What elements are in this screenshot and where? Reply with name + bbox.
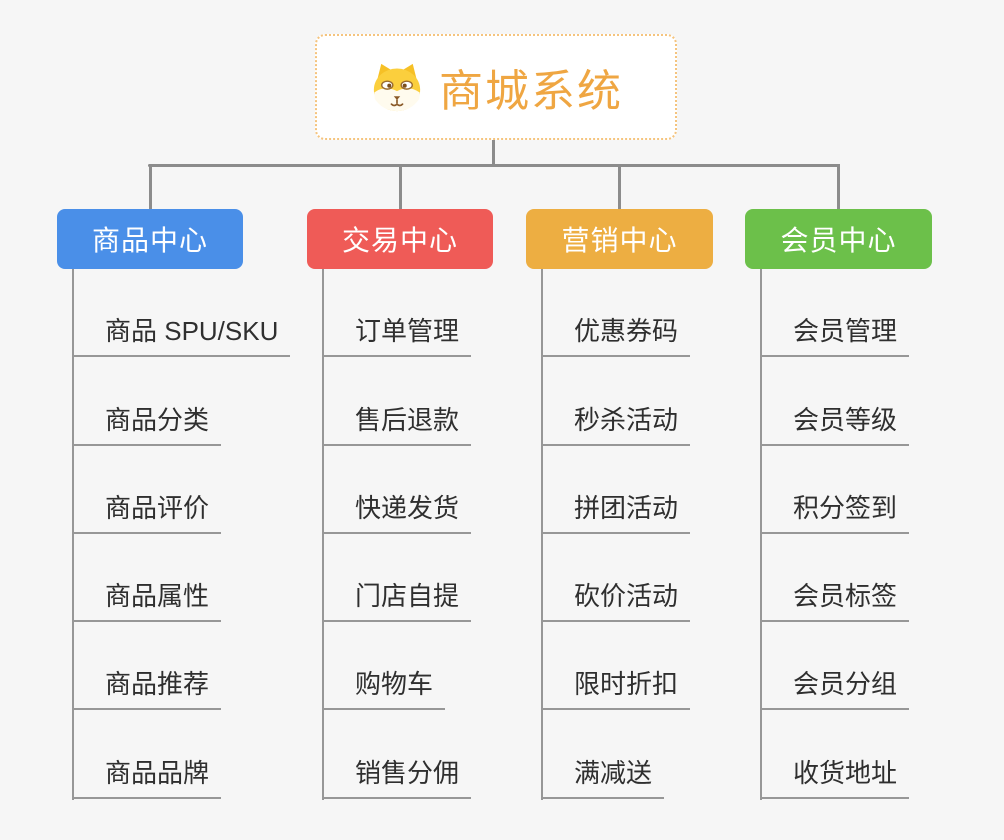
leaf-label: 砍价活动	[574, 581, 679, 612]
connector-branch-drop-line	[618, 164, 621, 210]
leaf-list: 会员管理会员等级积分签到会员标签会员分组收货地址	[760, 269, 910, 799]
leaf-item[interactable]: 会员标签	[760, 534, 910, 623]
leaf-item[interactable]: 积分签到	[760, 446, 910, 534]
branch-node-marketing-center[interactable]: 营销中心	[526, 209, 713, 269]
leaf-item[interactable]: 会员等级	[760, 357, 910, 446]
branch-node-member-center[interactable]: 会员中心	[745, 209, 932, 269]
connector-bus-line	[148, 164, 840, 167]
shiba-dog-icon	[373, 63, 421, 112]
leaf-item[interactable]: 门店自提	[322, 534, 472, 623]
connector-trunk-line	[72, 269, 74, 800]
leaf-item[interactable]: 商品推荐	[72, 622, 222, 711]
leaf-item[interactable]: 拼团活动	[541, 446, 691, 534]
leaf-item[interactable]: 满减送	[541, 710, 665, 799]
connector-trunk-line	[322, 269, 324, 800]
leaf-item[interactable]: 会员管理	[760, 269, 910, 358]
leaf-list: 商品 SPU/SKU 商品分类商品评价商品属性商品推荐商品品牌	[72, 269, 291, 799]
leaf-item[interactable]: 售后退款	[322, 357, 472, 446]
leaf-label: 满减送	[574, 757, 653, 788]
leaf-item[interactable]: 销售分佣	[322, 710, 472, 799]
connector-trunk-line	[541, 269, 543, 800]
leaf-item[interactable]: 订单管理	[322, 269, 472, 358]
leaf-label: 销售分佣	[355, 757, 460, 788]
leaf-label: 商品推荐	[105, 669, 210, 700]
leaf-label: 快递发货	[355, 492, 460, 523]
leaf-label: 会员等级	[793, 404, 898, 435]
branch-label: 商品中心	[91, 225, 208, 256]
connector-branch-drop-line	[148, 164, 152, 210]
leaf-label: 商品品牌	[105, 757, 210, 788]
leaf-item[interactable]: 商品评价	[72, 446, 222, 534]
leaf-label: 会员管理	[793, 316, 898, 347]
leaf-item[interactable]: 商品分类	[72, 357, 222, 446]
leaf-label: 秒杀活动	[574, 404, 679, 435]
root-node[interactable]: 商城系统	[315, 34, 677, 140]
leaf-label: 会员分组	[793, 669, 898, 700]
leaf-label: 收货地址	[793, 757, 898, 788]
leaf-item[interactable]: 优惠券码	[541, 269, 691, 358]
root-title: 商城系统	[439, 67, 623, 116]
leaf-list: 优惠券码秒杀活动拼团活动砍价活动限时折扣满减送	[541, 269, 691, 799]
leaf-item[interactable]: 限时折扣	[541, 622, 691, 711]
leaf-label: 订单管理	[355, 316, 460, 347]
branch-label: 会员中心	[780, 225, 897, 256]
leaf-label: 优惠券码	[574, 316, 679, 347]
connector-branch-drop-line	[837, 164, 840, 210]
branch-node-trade-center[interactable]: 交易中心	[307, 209, 493, 269]
leaf-label: 商品属性	[105, 581, 210, 612]
leaf-label: 购物车	[355, 669, 434, 700]
branch-label: 营销中心	[561, 225, 678, 256]
leaf-item[interactable]: 购物车	[322, 622, 446, 711]
leaf-item[interactable]: 快递发货	[322, 446, 472, 534]
connector-trunk-line	[760, 269, 762, 800]
connector-root-drop-line	[492, 140, 495, 166]
leaf-label: 拼团活动	[574, 492, 679, 523]
leaf-label: 门店自提	[355, 581, 460, 612]
leaf-label: 限时折扣	[574, 669, 679, 700]
branch-node-product-center[interactable]: 商品中心	[57, 209, 243, 269]
leaf-label: 商品分类	[105, 404, 210, 435]
leaf-list: 订单管理售后退款快递发货门店自提购物车销售分佣	[322, 269, 472, 799]
leaf-label: 商品评价	[105, 492, 210, 523]
leaf-label: 积分签到	[793, 492, 898, 523]
leaf-label: 会员标签	[793, 581, 898, 612]
leaf-item[interactable]: 收货地址	[760, 710, 910, 799]
leaf-item[interactable]: 砍价活动	[541, 534, 691, 623]
leaf-item[interactable]: 商品属性	[72, 534, 222, 623]
leaf-item[interactable]: 商品品牌	[72, 710, 222, 799]
leaf-item[interactable]: 会员分组	[760, 622, 910, 711]
leaf-item[interactable]: 秒杀活动	[541, 357, 691, 446]
leaf-label: 商品 SPU/SKU	[105, 316, 279, 347]
leaf-item[interactable]: 商品 SPU/SKU	[72, 269, 291, 358]
leaf-label: 售后退款	[355, 404, 460, 435]
connector-branch-drop-line	[398, 164, 402, 210]
branch-label: 交易中心	[341, 225, 458, 256]
